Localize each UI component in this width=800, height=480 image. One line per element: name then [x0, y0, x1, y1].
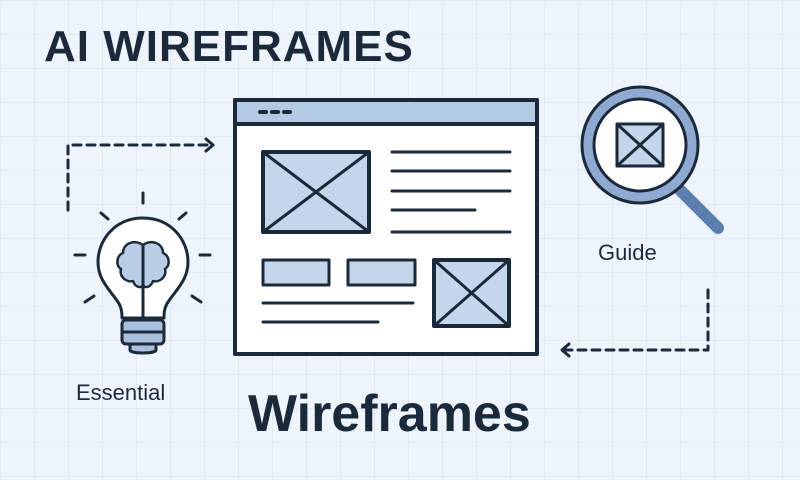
arrow-head-icon [560, 342, 571, 358]
image-placeholder-icon [432, 258, 511, 328]
dashed-arrow-right [563, 288, 710, 352]
guide-label: Guide [598, 240, 657, 265]
magnifier-icon [580, 85, 724, 234]
image-placeholder-icon [261, 150, 371, 234]
subtitle: Wireframes [248, 385, 531, 443]
page-title: AI WIREFRAMES [44, 22, 414, 71]
lightbulb-brain-icon [73, 191, 212, 355]
essential-label: Essential [76, 380, 166, 405]
dashed-arrow-left [66, 143, 214, 212]
arrow-head-icon [204, 137, 215, 153]
browser-wireframe [233, 98, 539, 356]
